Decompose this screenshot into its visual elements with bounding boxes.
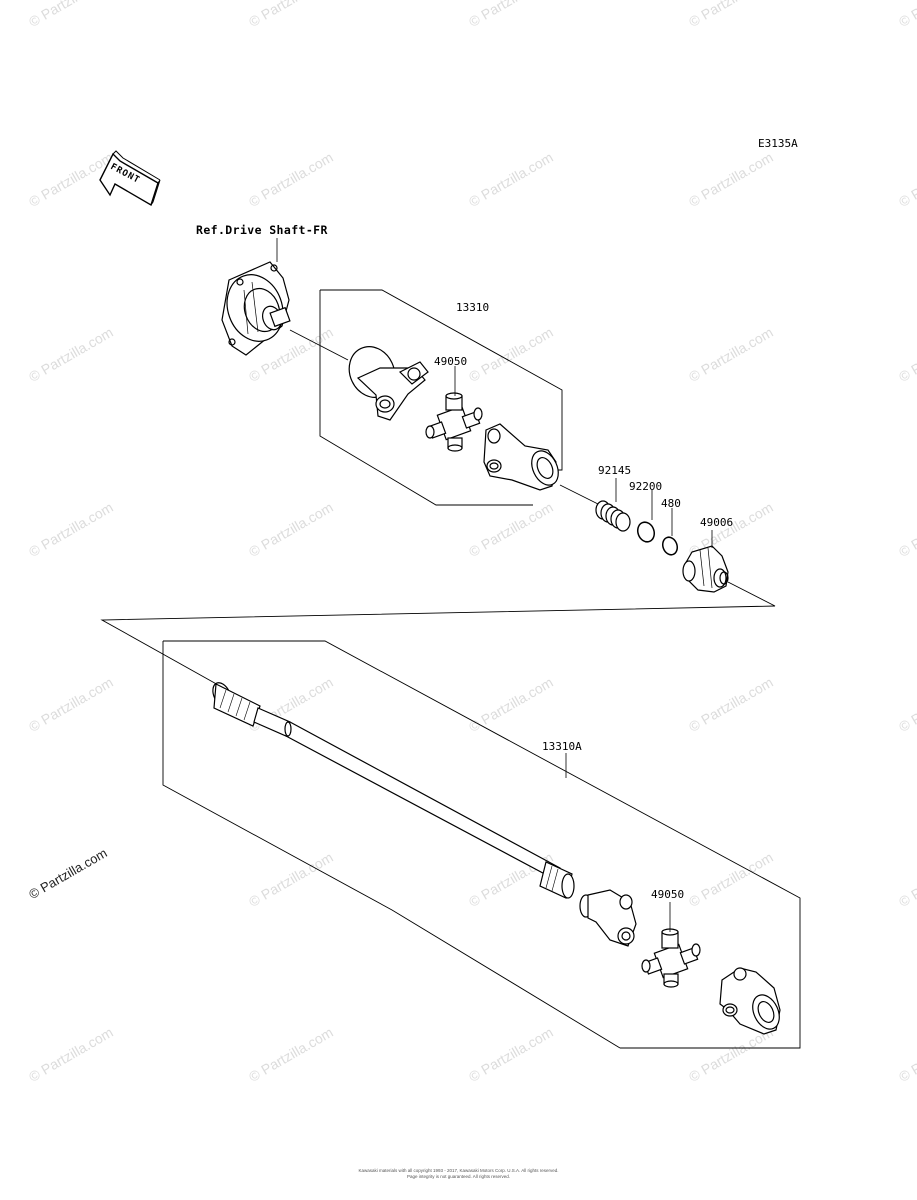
ref-drive-shaft-label: Ref.Drive Shaft-FR <box>196 223 328 237</box>
spring-92145 <box>595 500 631 532</box>
part-label-480: 480 <box>661 497 681 510</box>
slip-yoke-bottom <box>719 967 781 1035</box>
universal-joint-spider-bottom <box>641 928 701 988</box>
universal-joint-spider-top <box>425 392 483 452</box>
slip-yoke-top <box>483 423 559 491</box>
shaft-yoke-bottom <box>579 889 637 947</box>
part-label-13310A: 13310A <box>542 740 582 753</box>
part-label-92200: 92200 <box>629 480 663 493</box>
copyright-footer-line-1: Kawasaki materials with all copyright 19… <box>358 1168 559 1173</box>
boot-49006 <box>682 545 729 593</box>
propeller-shaft-13310A <box>212 682 575 899</box>
diagram-code: E3135A <box>758 137 798 150</box>
front-arrow-icon <box>99 150 161 207</box>
drive-shaft-flange <box>221 261 291 356</box>
ring-92200 <box>636 521 656 543</box>
part-label-49050-bottom: 49050 <box>651 888 685 901</box>
flange-yoke-top <box>348 346 429 421</box>
part-label-13310: 13310 <box>456 301 490 314</box>
circlip-480 <box>661 536 679 556</box>
part-label-49050-top: 49050 <box>434 355 468 368</box>
part-label-49006: 49006 <box>700 516 734 529</box>
part-label-92145: 92145 <box>598 464 632 477</box>
copyright-footer-line-2: Page integrity is not guaranteed. All ri… <box>406 1174 511 1179</box>
